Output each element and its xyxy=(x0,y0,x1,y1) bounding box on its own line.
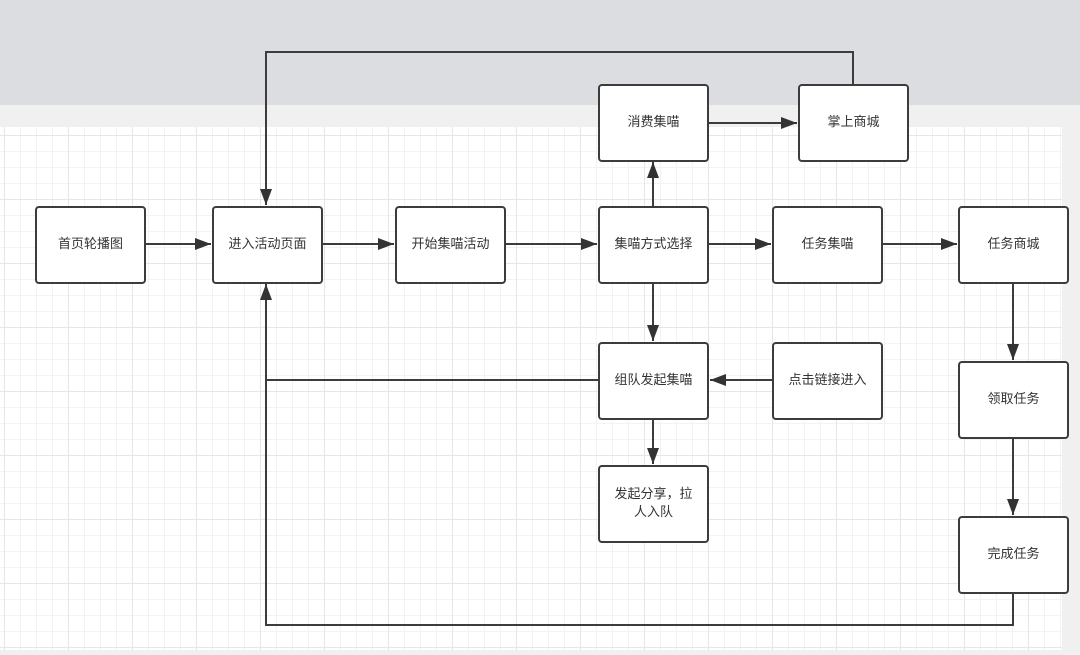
node-start[interactable]: 开始集喵活动 xyxy=(395,206,506,284)
node-label: 掌上商城 xyxy=(827,115,880,130)
node-consume[interactable]: 消费集喵 xyxy=(598,84,709,162)
node-label: 组队发起集喵 xyxy=(614,373,693,388)
node-choose[interactable]: 集喵方式选择 xyxy=(598,206,709,284)
node-carousel[interactable]: 首页轮播图 xyxy=(35,206,146,284)
node-label: 任务商城 xyxy=(987,237,1040,252)
node-label: 领取任务 xyxy=(987,392,1040,407)
edge-mall-to-enter-page xyxy=(260,51,854,205)
node-mall[interactable]: 掌上商城 xyxy=(798,84,909,162)
node-team[interactable]: 组队发起集喵 xyxy=(598,342,709,420)
node-label: 首页轮播图 xyxy=(57,237,123,252)
node-label: 任务集喵 xyxy=(801,237,854,252)
grid-canvas xyxy=(0,127,1062,650)
node-claim[interactable]: 领取任务 xyxy=(958,361,1069,439)
edge-finish-to-enter-page xyxy=(260,284,1014,626)
node-label: 发起分享，拉人入队 xyxy=(614,487,693,520)
node-link[interactable]: 点击链接进入 xyxy=(772,342,883,420)
node-label: 点击链接进入 xyxy=(788,373,867,388)
node-share[interactable]: 发起分享，拉人入队 xyxy=(598,465,709,543)
node-label: 消费集喵 xyxy=(627,115,680,130)
node-label: 完成任务 xyxy=(987,547,1040,562)
node-label: 集喵方式选择 xyxy=(614,237,693,252)
node-task-collect[interactable]: 任务集喵 xyxy=(772,206,883,284)
node-enter-page[interactable]: 进入活动页面 xyxy=(212,206,323,284)
node-task-mall[interactable]: 任务商城 xyxy=(958,206,1069,284)
node-label: 开始集喵活动 xyxy=(411,237,490,252)
node-finish[interactable]: 完成任务 xyxy=(958,516,1069,594)
node-label: 进入活动页面 xyxy=(228,237,307,252)
